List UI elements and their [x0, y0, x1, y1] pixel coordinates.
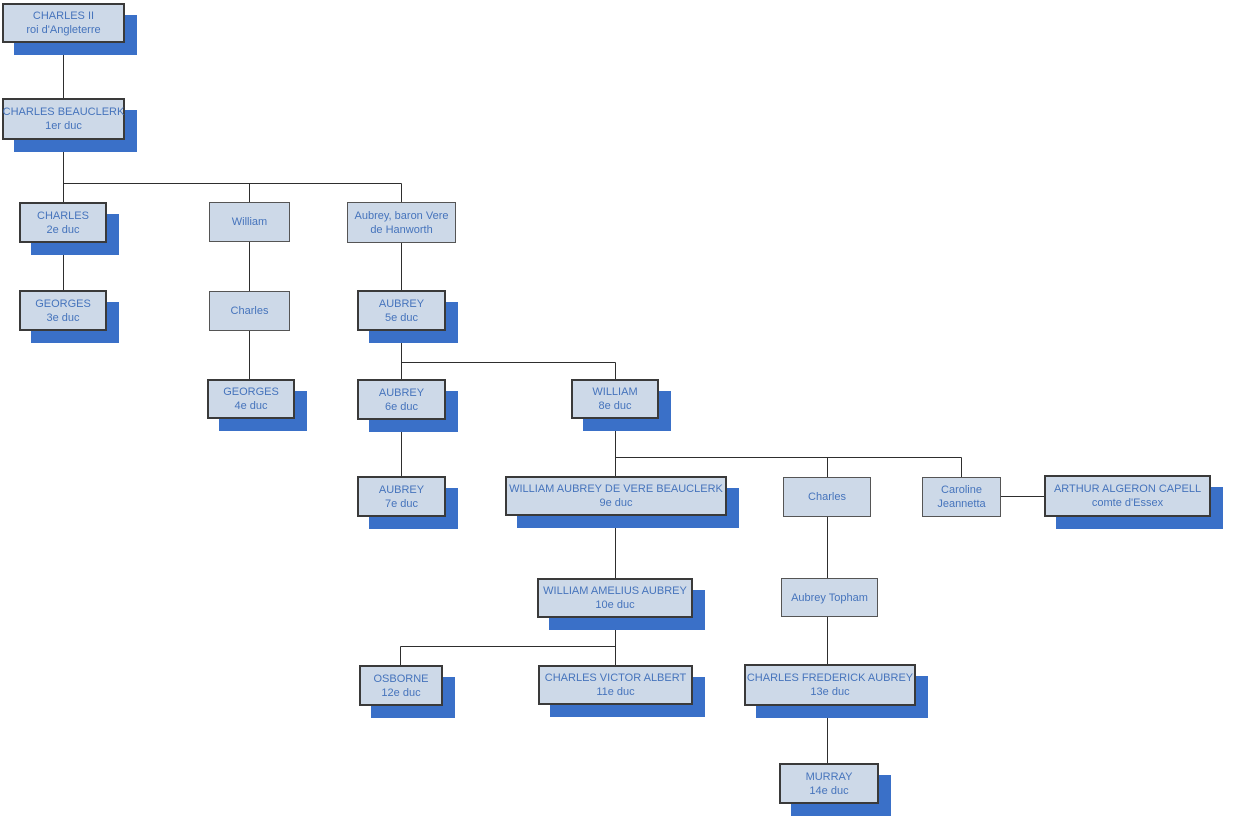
- node-title: 4e duc: [234, 400, 268, 412]
- node-charles-13e-duc[interactable]: CHARLES FREDERICK AUBREY 13e duc: [744, 664, 916, 706]
- node-murray-14e-duc[interactable]: MURRAY 14e duc: [779, 763, 879, 804]
- node-name: WILLIAM AUBREY DE VERE BEAUCLERK: [509, 483, 723, 495]
- node-title: 12e duc: [381, 686, 421, 699]
- node-name: Charles: [808, 491, 846, 503]
- node-name: AUBREY: [378, 386, 425, 399]
- node-name: GEORGES: [35, 297, 91, 310]
- node-aubrey-baron-vere[interactable]: Aubrey, baron Vere de Hanworth: [347, 202, 456, 243]
- node-william-8e-duc[interactable]: WILLIAM 8e duc: [571, 379, 659, 419]
- node-georges-4e-duc[interactable]: GEORGES 4e duc: [207, 379, 295, 419]
- node-title: 14e duc: [809, 784, 849, 797]
- node-william-9e-duc[interactable]: WILLIAM AUBREY DE VERE BEAUCLERK 9e duc: [505, 476, 727, 516]
- node-name: CHARLES BEAUCLERK: [2, 106, 125, 118]
- node-name: WILLIAM AMELIUS AUBREY: [543, 585, 687, 597]
- node-title: de Hanworth: [370, 223, 433, 236]
- node-aubrey-topham[interactable]: Aubrey Topham: [781, 578, 878, 617]
- node-name: WILLIAM: [592, 386, 638, 398]
- node-charles[interactable]: Charles: [209, 291, 290, 331]
- node-name: Aubrey, baron Vere: [354, 209, 449, 222]
- node-title: Jeannetta: [937, 498, 986, 510]
- node-aubrey-5e-duc[interactable]: AUBREY 5e duc: [357, 290, 446, 331]
- node-name: CHARLES VICTOR ALBERT: [544, 672, 687, 684]
- node-name: AUBREY: [378, 297, 425, 310]
- node-title: 5e duc: [384, 311, 419, 324]
- node-william-10e-duc[interactable]: WILLIAM AMELIUS AUBREY 10e duc: [537, 578, 693, 618]
- node-title: 2e duc: [46, 223, 80, 236]
- node-arthur-algeron-capell[interactable]: ARTHUR ALGERON CAPELL comte d'Essex: [1044, 475, 1211, 517]
- node-title: comte d'Essex: [1091, 497, 1164, 509]
- node-aubrey-6e-duc[interactable]: AUBREY 6e duc: [357, 379, 446, 420]
- node-title: 11e duc: [596, 686, 635, 698]
- node-title: 9e duc: [599, 497, 633, 509]
- node-name: OSBORNE: [373, 672, 429, 685]
- node-name: GEORGES: [223, 386, 279, 398]
- node-name: MURRAY: [805, 770, 853, 783]
- node-name: ARTHUR ALGERON CAPELL: [1053, 483, 1202, 495]
- node-name: AUBREY: [378, 483, 425, 496]
- node-charles-11e-duc[interactable]: CHARLES VICTOR ALBERT 11e duc: [538, 665, 693, 705]
- node-charles-son-of-8e[interactable]: Charles: [783, 477, 871, 517]
- node-title: 1er duc: [45, 120, 82, 132]
- node-name: CHARLES: [37, 209, 89, 222]
- node-georges-3e-duc[interactable]: GEORGES 3e duc: [19, 290, 107, 331]
- node-title: 6e duc: [384, 400, 419, 413]
- node-title: 13e duc: [810, 686, 850, 698]
- node-osborne-12e-duc[interactable]: OSBORNE 12e duc: [359, 665, 443, 706]
- node-title: roi d'Angleterre: [26, 24, 101, 36]
- node-name: Caroline: [941, 484, 982, 496]
- node-name: CHARLES FREDERICK AUBREY: [746, 672, 914, 684]
- node-caroline-jeannetta[interactable]: Caroline Jeannetta: [922, 477, 1001, 517]
- node-charles-2e-duc[interactable]: CHARLES 2e duc: [19, 202, 107, 243]
- node-name: CHARLES II: [32, 10, 95, 22]
- node-charles-ii[interactable]: CHARLES II roi d'Angleterre: [2, 3, 125, 43]
- node-title: 7e duc: [384, 497, 419, 510]
- node-title: 8e duc: [598, 400, 632, 412]
- node-name: Aubrey Topham: [791, 591, 868, 604]
- node-title: 3e duc: [46, 311, 80, 324]
- node-charles-beauclerk-1er-duc[interactable]: CHARLES BEAUCLERK 1er duc: [2, 98, 125, 140]
- node-name: William: [231, 216, 268, 228]
- node-aubrey-7e-duc[interactable]: AUBREY 7e duc: [357, 476, 446, 517]
- node-william[interactable]: William: [209, 202, 290, 242]
- node-name: Charles: [230, 305, 269, 317]
- node-title: 10e duc: [595, 599, 635, 611]
